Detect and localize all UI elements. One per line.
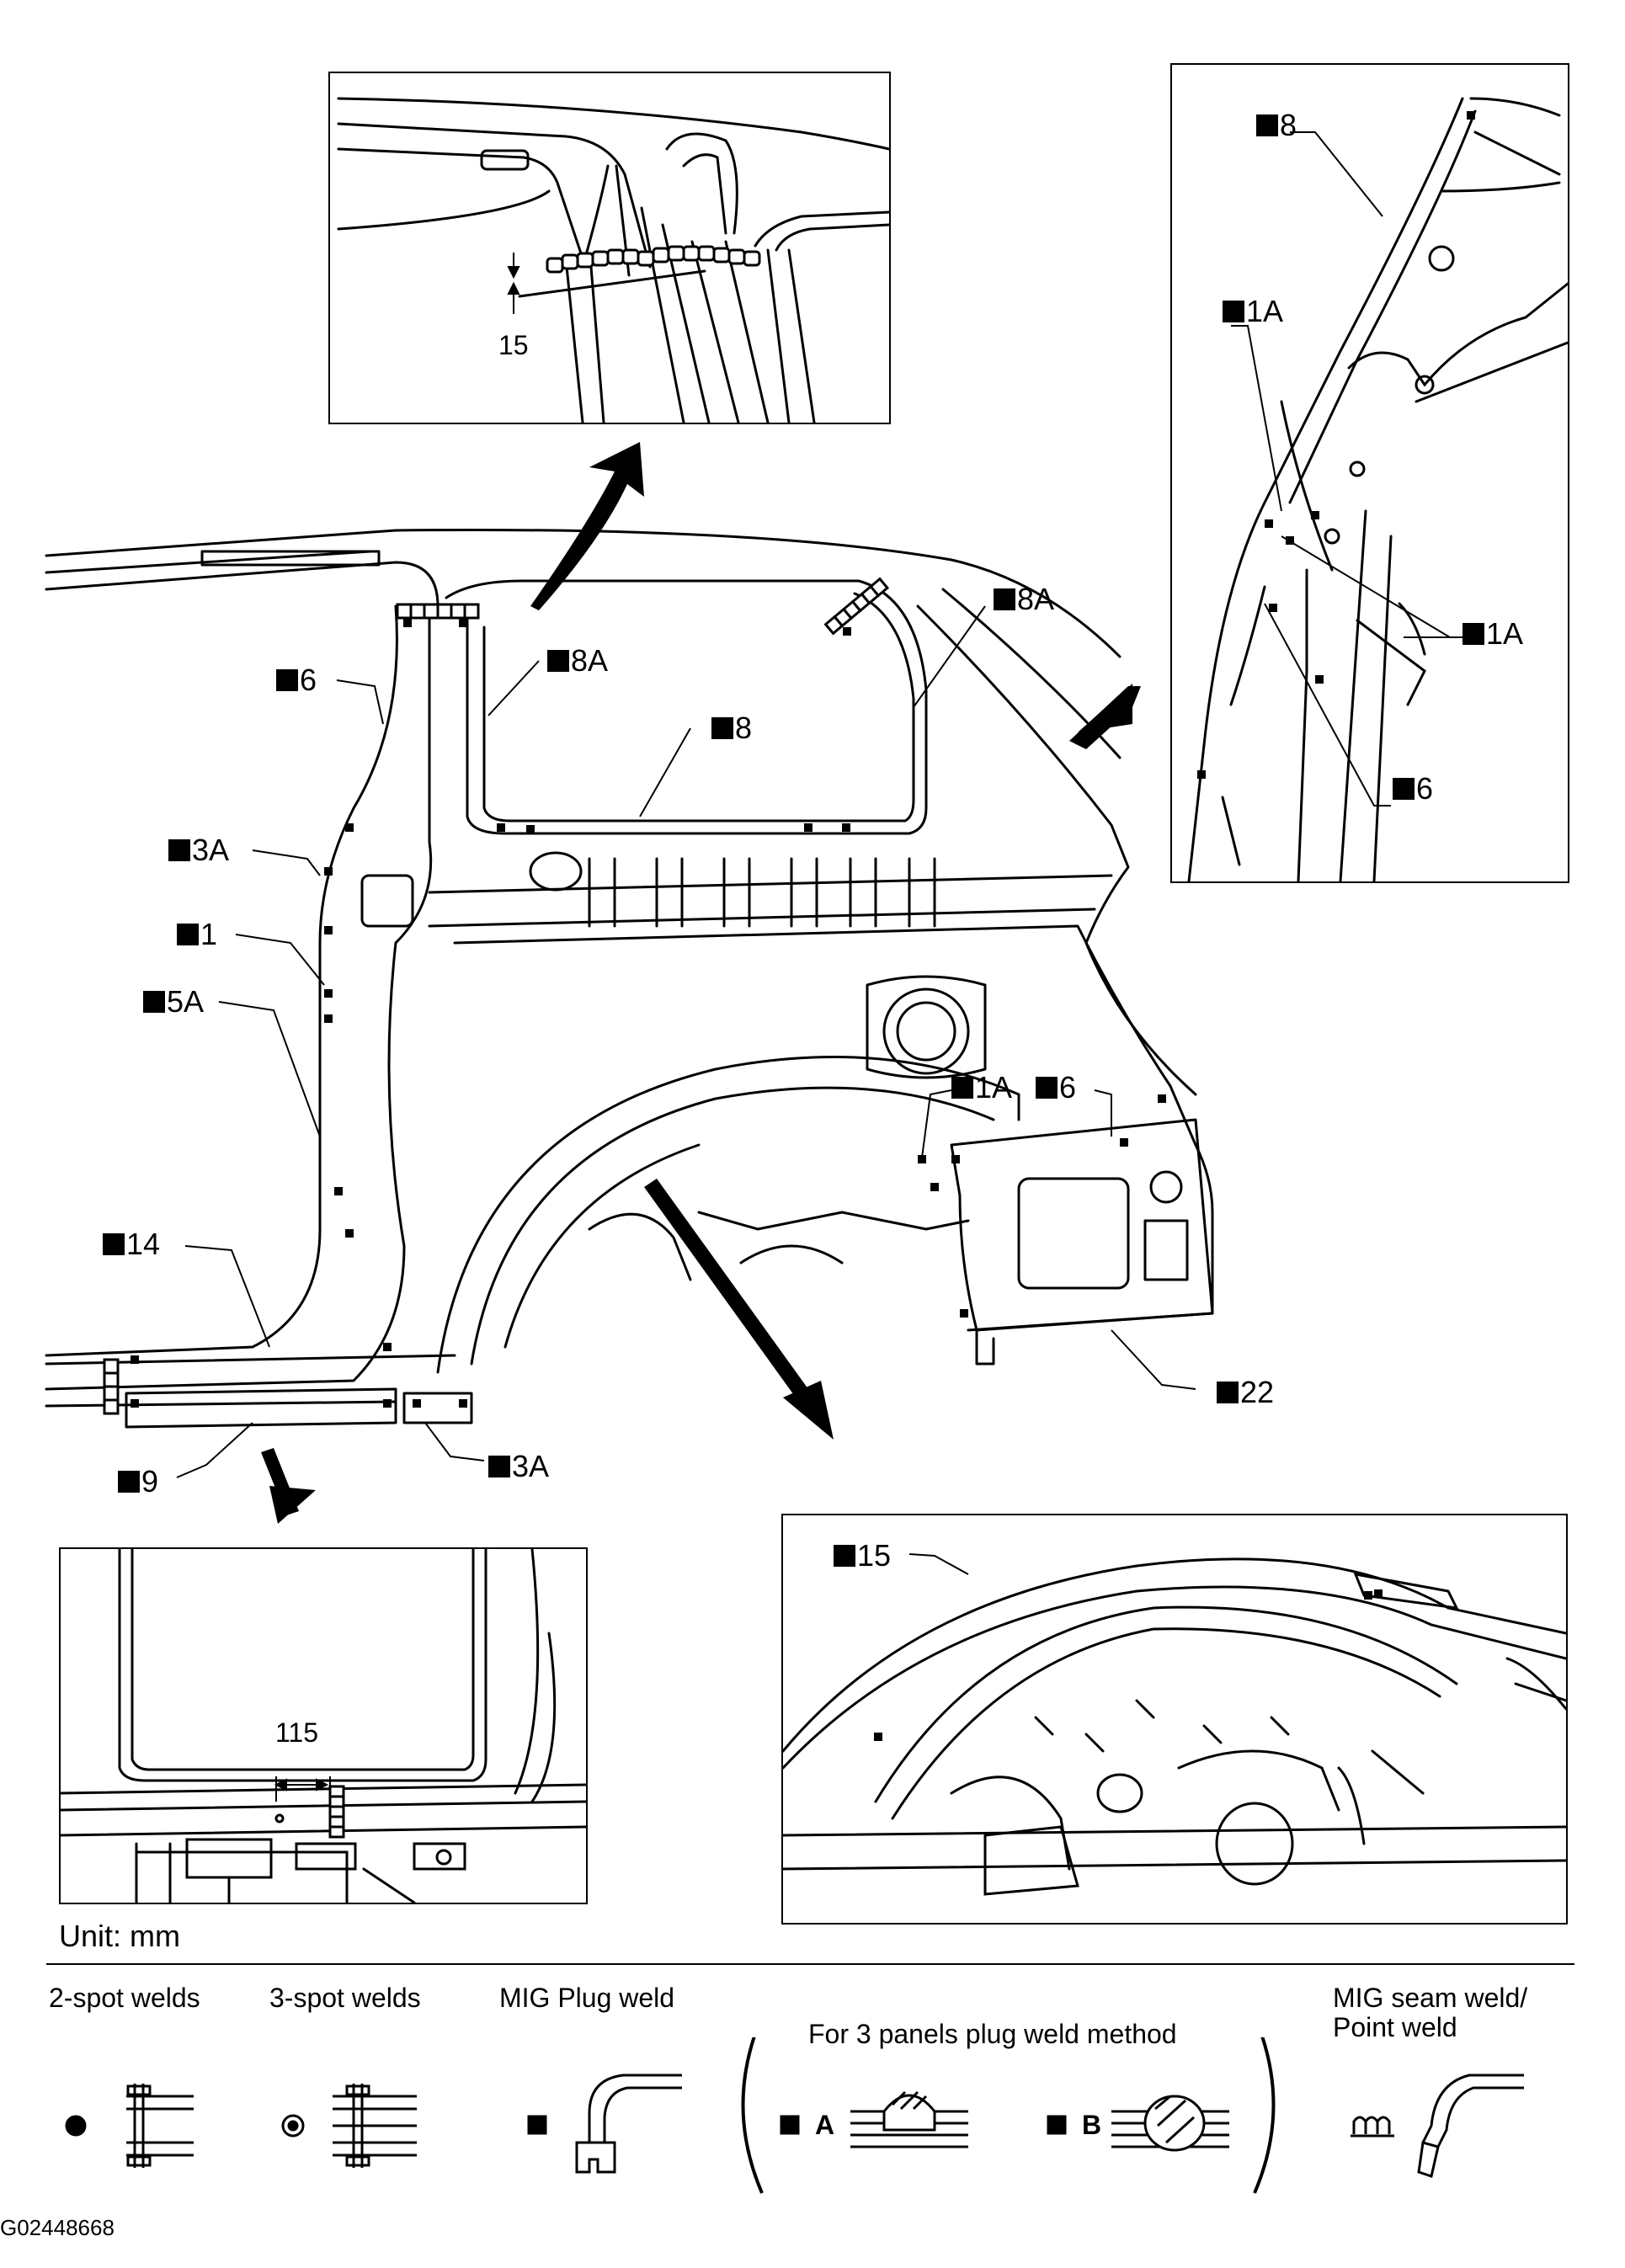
callout-label: 14 — [126, 1227, 161, 1261]
method-a-label: A — [815, 2110, 835, 2140]
detail-wheelhouse: 15 — [781, 1514, 1568, 1925]
plug-weld-icon — [1256, 114, 1278, 136]
c-pillar-drawing — [1187, 97, 1568, 881]
dimension-115: 115 — [275, 1717, 319, 1748]
callout-label: 22 — [1240, 1375, 1275, 1409]
legend-2-spot: 2-spot welds — [49, 1983, 200, 2013]
legend-mig-seam-line2: Point weld — [1333, 2012, 1457, 2042]
callout-label: 6 — [1059, 1070, 1077, 1105]
plug-weld-icon — [488, 1456, 510, 1477]
plug-weld-icon — [1393, 778, 1415, 800]
callout-3A-upper: 3A — [168, 833, 229, 867]
method-b-label: B — [1082, 2110, 1102, 2140]
method-b-symbol — [1047, 2095, 1229, 2152]
detail-roof-joint: 15 — [328, 72, 891, 424]
callout-label: 9 — [141, 1464, 159, 1499]
callout-5A: 5A — [143, 985, 204, 1019]
plug-weld-icon — [547, 650, 569, 672]
legend-close-paren — [1253, 2037, 1276, 2194]
rocker-drawing — [61, 1549, 586, 1903]
plug-weld-icon — [834, 1545, 855, 1567]
callout-label: 15 — [857, 1538, 892, 1573]
callout-label: 8 — [735, 711, 753, 745]
callout-6-left: 6 — [276, 663, 317, 697]
callout-1: 1 — [177, 918, 217, 951]
legend-open-paren — [741, 2037, 764, 2194]
callout-14: 14 — [103, 1227, 160, 1261]
callout-6-rear: 6 — [1036, 1071, 1076, 1105]
legend-symbols — [65, 2037, 1524, 2194]
figure-id: G02448668 — [0, 2215, 115, 2240]
callout-label: 3A — [512, 1449, 550, 1483]
unit-label: Unit: mm — [59, 1919, 180, 1953]
plug-weld-icon — [143, 991, 165, 1013]
plug-weld-icon — [118, 1471, 140, 1493]
mig-plug-symbol — [527, 2074, 682, 2174]
plug-weld-icon — [276, 669, 298, 691]
callout-8-detail: 8 — [1256, 109, 1297, 142]
legend-3-spot: 3-spot welds — [269, 1983, 421, 2013]
callout-8A-right: 8A — [994, 583, 1054, 616]
legend-three-panels: For 3 panels plug weld method — [808, 2019, 1177, 2049]
three-spot-symbol — [281, 2084, 417, 2168]
detail-rocker: 115 — [59, 1547, 588, 1904]
callout-label: 1A — [975, 1070, 1013, 1105]
plug-weld-icon — [1462, 623, 1484, 645]
callout-label: 6 — [300, 663, 317, 697]
callout-9: 9 — [118, 1465, 158, 1499]
plug-weld-icon — [168, 839, 190, 861]
callout-label: 8 — [1280, 108, 1297, 142]
legend-mig-seam-line1: MIG seam weld/ — [1333, 1983, 1528, 2013]
callout-label: 8A — [1017, 582, 1055, 616]
plug-weld-icon — [1217, 1382, 1239, 1403]
plug-weld-icon — [951, 1077, 973, 1099]
callout-3A-lower: 3A — [488, 1450, 549, 1483]
legend-mig-plug: MIG Plug weld — [499, 1983, 675, 2013]
callout-22: 22 — [1217, 1376, 1274, 1409]
callout-1A-main: 1A — [951, 1071, 1012, 1105]
method-a-symbol — [780, 2090, 968, 2148]
callout-label: 5A — [167, 984, 205, 1019]
callout-1A-detail-top: 1A — [1223, 295, 1283, 328]
dimension-15: 15 — [498, 330, 529, 360]
callout-15: 15 — [834, 1539, 891, 1573]
callout-6-detail: 6 — [1393, 772, 1433, 806]
plug-weld-icon — [1223, 301, 1244, 322]
plug-weld-icon — [1036, 1077, 1058, 1099]
two-spot-symbol — [65, 2084, 194, 2168]
callout-8A-main: 8A — [547, 644, 608, 678]
wheelhouse-drawing — [783, 1553, 1566, 1896]
plug-weld-icon — [103, 1233, 125, 1255]
callout-label: 8A — [571, 643, 609, 678]
detail-c-pillar: 8 1A 1A 6 — [1170, 63, 1569, 883]
callout-label: 1A — [1486, 616, 1524, 651]
roof-joint-drawing — [337, 97, 889, 423]
callout-1A-detail-bottom: 1A — [1462, 617, 1523, 651]
plug-weld-icon — [177, 924, 199, 945]
callout-label: 1A — [1246, 294, 1284, 328]
callout-label: 3A — [192, 833, 230, 867]
callout-8-main: 8 — [711, 711, 752, 745]
callout-label: 6 — [1416, 771, 1434, 806]
mig-seam-symbol — [1351, 2074, 1524, 2178]
legend-divider — [46, 1963, 1574, 1965]
callout-label: 1 — [200, 917, 218, 951]
plug-weld-icon — [994, 588, 1015, 610]
plug-weld-icon — [711, 717, 733, 739]
